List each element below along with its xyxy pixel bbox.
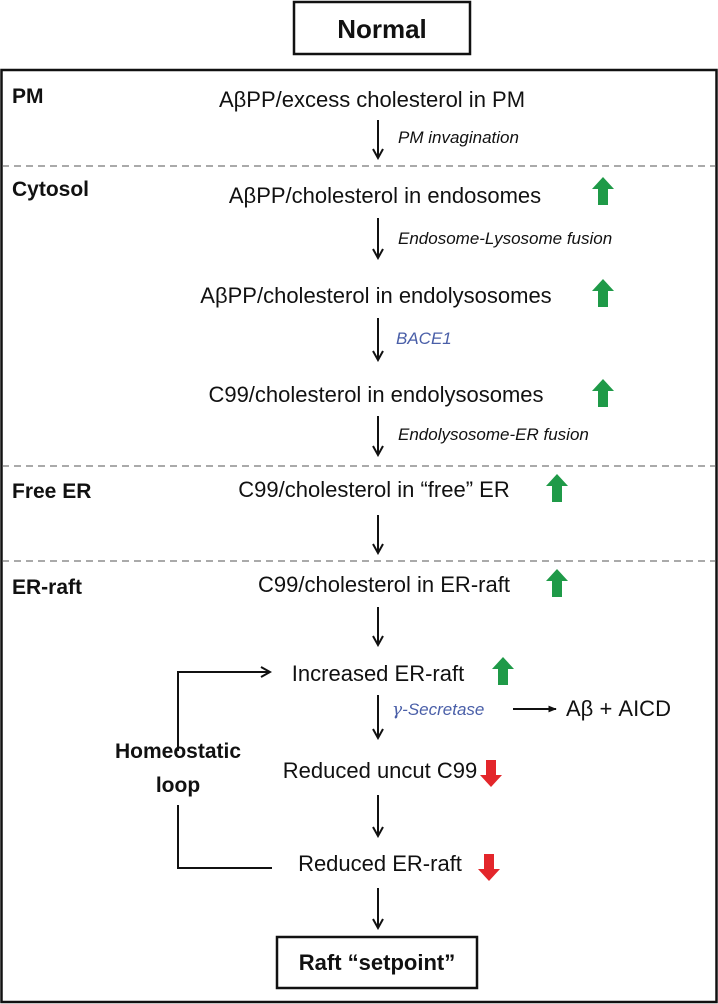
step-gamma-secretase: γ-Secretase xyxy=(392,700,484,720)
homeostatic-loop-connector-bottom xyxy=(177,805,272,869)
step-endolysosome-er-fusion: Endolysosome-ER fusion xyxy=(398,425,589,444)
setpoint-box: Raft “setpoint” xyxy=(275,935,479,990)
step-bace1: BACE1 xyxy=(396,329,452,348)
gamma-secretase-label: -Secretase xyxy=(402,700,484,719)
homeostatic-loop-label-line2: loop xyxy=(156,774,200,797)
up-arrow-icon xyxy=(546,474,568,502)
section-label-free-er: Free ER xyxy=(12,480,91,503)
up-arrow-icon xyxy=(546,569,568,597)
step-endosome-lysosome-fusion: Endosome-Lysosome fusion xyxy=(398,229,612,248)
up-arrow-icon xyxy=(592,177,614,205)
setpoint-label: Raft “setpoint” xyxy=(299,950,455,975)
up-arrow-icon xyxy=(592,279,614,307)
section-label-cytosol: Cytosol xyxy=(12,178,89,201)
homeostatic-loop-label-line1: Homeostatic xyxy=(115,740,241,763)
increase-markers xyxy=(492,177,614,685)
node-increased-er-raft: Increased ER-raft xyxy=(292,661,464,686)
title-box: Normal xyxy=(292,0,472,56)
node-c99-er-raft: C99/cholesterol in ER-raft xyxy=(258,572,510,597)
section-label-er-raft: ER-raft xyxy=(12,576,82,599)
node-c99-free-er: C99/cholesterol in “free” ER xyxy=(238,477,509,502)
node-products: Aβ + AICD xyxy=(566,696,671,721)
down-arrow-icon xyxy=(478,854,500,881)
up-arrow-icon xyxy=(492,657,514,685)
node-reduced-er-raft: Reduced ER-raft xyxy=(298,851,462,876)
node-abpp-pm: AβPP/excess cholesterol in PM xyxy=(219,87,525,112)
step-pm-invagination: PM invagination xyxy=(398,128,519,147)
up-arrow-icon xyxy=(592,379,614,407)
node-abpp-endosomes: AβPP/cholesterol in endosomes xyxy=(229,183,541,208)
outer-frame xyxy=(0,68,718,1004)
node-c99-endolysosomes: C99/cholesterol in endolysosomes xyxy=(208,382,543,407)
gamma-symbol: γ xyxy=(392,700,403,720)
section-label-pm: PM xyxy=(12,85,44,108)
diagram-title: Normal xyxy=(337,14,427,44)
decrease-markers xyxy=(478,760,502,881)
homeostatic-loop-connector-top xyxy=(177,672,270,751)
node-reduced-uncut-c99: Reduced uncut C99 xyxy=(283,758,477,783)
down-arrow-icon xyxy=(480,760,502,787)
node-abpp-endolysosomes: AβPP/cholesterol in endolysosomes xyxy=(200,283,551,308)
